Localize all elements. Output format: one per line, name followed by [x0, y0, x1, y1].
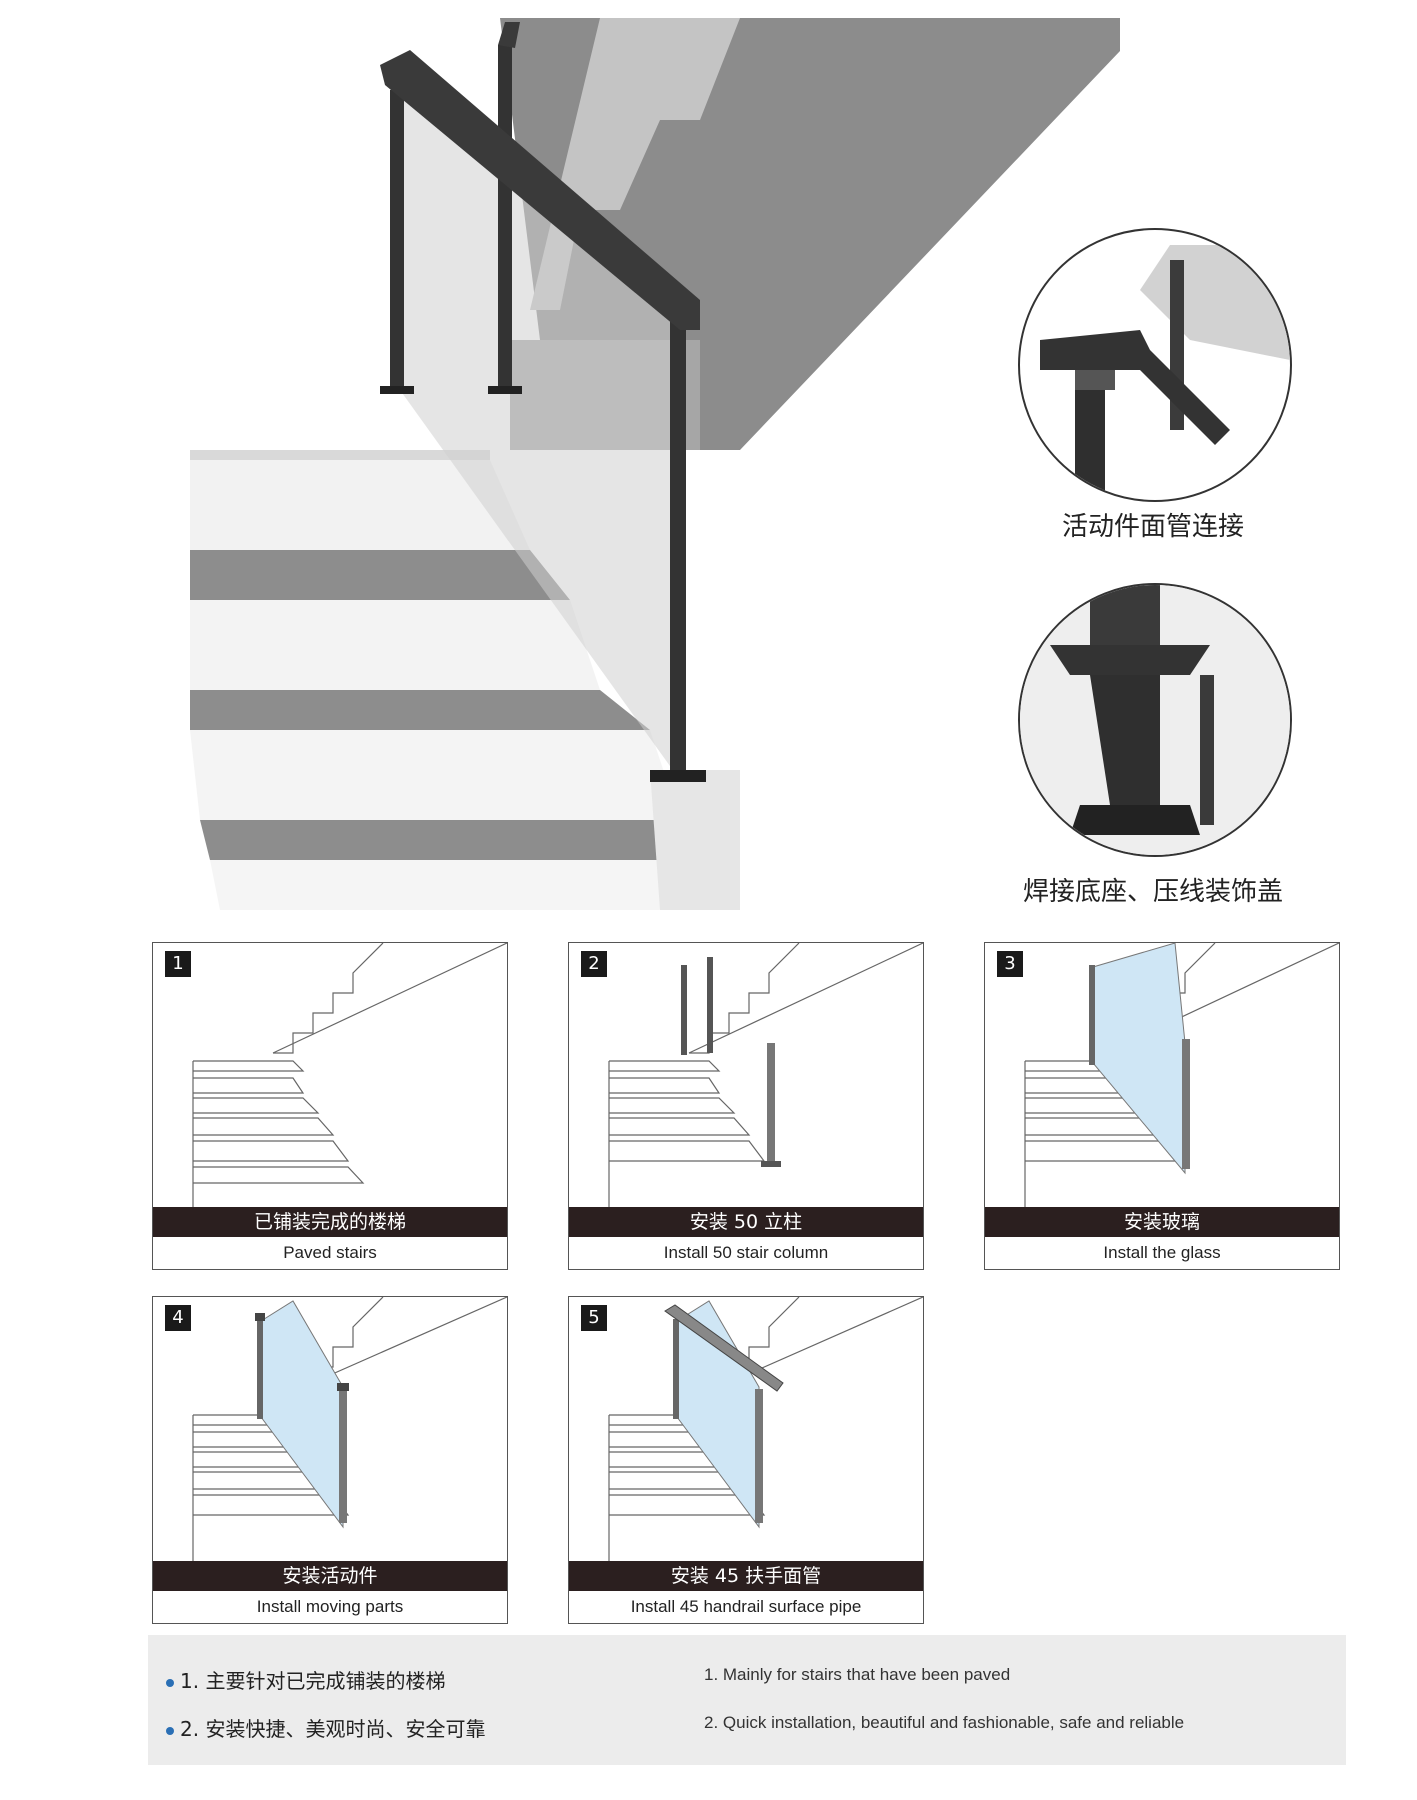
step-title-cn-1: 已铺装完成的楼梯 — [153, 1207, 507, 1237]
step-number-1: 1 — [165, 951, 191, 977]
bullet-icon — [166, 1678, 174, 1687]
note-cn-1-text: 1. 主要针对已完成铺装的楼梯 — [180, 1669, 446, 1693]
detail-caption-base: 焊接底座、压线装饰盖 — [1022, 877, 1283, 907]
step-title-en-1: Paved stairs — [283, 1243, 377, 1262]
install-moving-parts-illustration — [192, 1297, 507, 1561]
step-title-en-5: Install 45 handrail surface pipe — [630, 1597, 862, 1616]
note-en-2: 2. Quick installation, beautiful and fas… — [704, 1713, 1185, 1732]
bullet-icon — [166, 1726, 174, 1735]
step-panel-1: 1 已铺装完成的楼梯 Paved stairs — [152, 942, 508, 1270]
step-panel-3: 3 安装玻璃 Install the glass — [984, 942, 1340, 1270]
step-panel-5: 5 安装 45 扶手面管 Install 45 handrail surface… — [568, 1296, 924, 1624]
step-number-5: 5 — [581, 1305, 607, 1331]
step-title-en-2: Install 50 stair column — [663, 1243, 829, 1262]
step-title-en-3: Install the glass — [1103, 1243, 1221, 1262]
install-column-illustration — [608, 943, 923, 1207]
step-title-cn-2: 安装 50 立柱 — [569, 1207, 923, 1237]
step-title-cn-3: 安装玻璃 — [985, 1207, 1339, 1237]
step-panel-2: 2 安装 50 立柱 Install 50 stair column — [568, 942, 924, 1270]
features-notes: 1. 主要针对已完成铺装的楼梯 2. 安装快捷、美观时尚、安全可靠 1. Mai… — [148, 1635, 1346, 1765]
step-panel-4: 4 安装活动件 Install moving parts — [152, 1296, 508, 1624]
step-number-4: 4 — [165, 1305, 191, 1331]
install-handrail-illustration — [608, 1297, 923, 1561]
step-number-3: 3 — [997, 951, 1023, 977]
paved-stairs-illustration — [192, 943, 507, 1207]
note-cn-2: 2. 安装快捷、美观时尚、安全可靠 — [166, 1713, 485, 1742]
detail-caption-joint: 活动件面管连接 — [1061, 512, 1244, 542]
detail-welded-base: 焊接底座、压线装饰盖 — [1018, 583, 1292, 907]
step-title-cn-4: 安装活动件 — [153, 1561, 507, 1591]
step-title-cn-5: 安装 45 扶手面管 — [569, 1561, 923, 1591]
welded-base-detail-icon — [1018, 583, 1292, 857]
install-glass-illustration — [1024, 943, 1339, 1207]
note-en-1: 1. Mainly for stairs that have been pave… — [704, 1665, 1011, 1684]
step-number-2: 2 — [581, 951, 607, 977]
hero-stair-illustration — [190, 18, 1120, 910]
note-cn-1: 1. 主要针对已完成铺装的楼梯 — [166, 1665, 445, 1694]
handrail-joint-detail-icon — [1018, 228, 1292, 502]
detail-handrail-joint: 活动件面管连接 — [1018, 228, 1292, 542]
step-title-en-4: Install moving parts — [256, 1597, 404, 1616]
note-cn-2-text: 2. 安装快捷、美观时尚、安全可靠 — [180, 1717, 486, 1741]
